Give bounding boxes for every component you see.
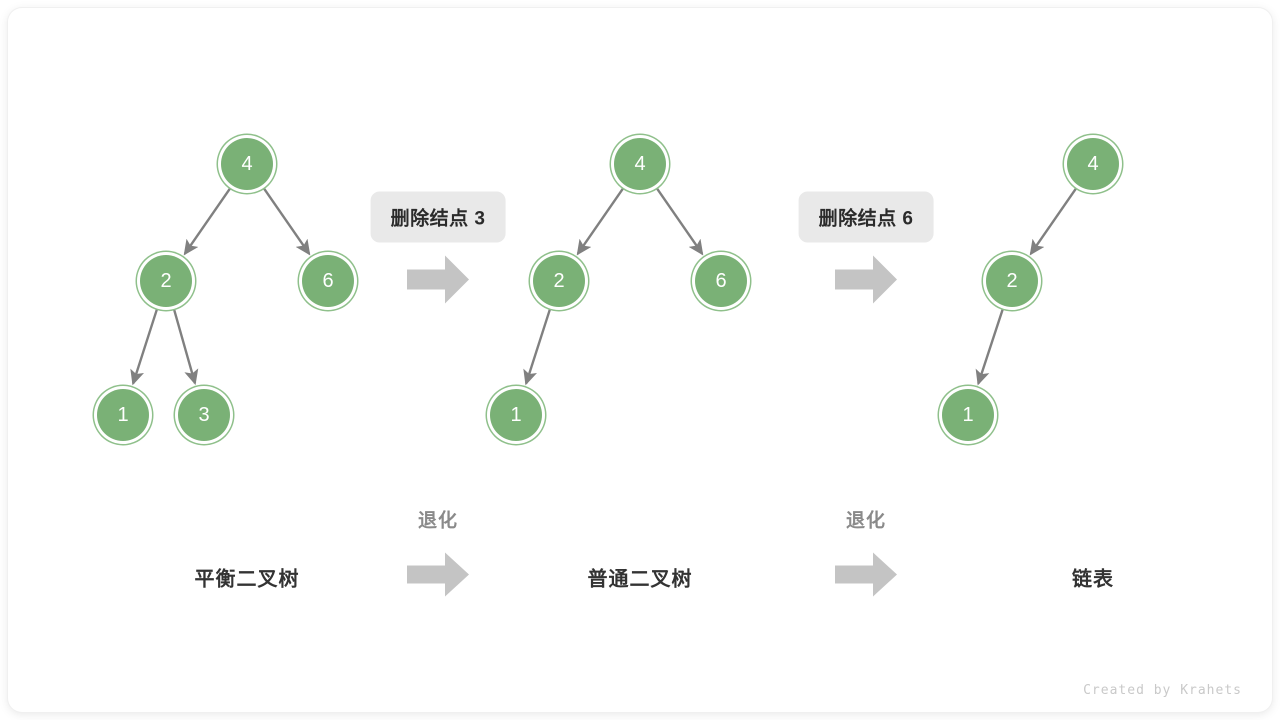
tree-node-4: 4 bbox=[221, 138, 273, 190]
transition-arrow-delete-6 bbox=[833, 252, 899, 313]
degrade-label-1: 退化 bbox=[417, 510, 459, 532]
tree-node-1: 1 bbox=[97, 389, 149, 441]
op-label-delete-3: 删除结点 3 bbox=[370, 191, 506, 243]
degrade-arrow-2 bbox=[833, 550, 899, 605]
tree-node-4: 4 bbox=[614, 138, 666, 190]
tree-edge bbox=[172, 307, 199, 386]
tree-edge bbox=[975, 306, 1005, 386]
tree-edge bbox=[183, 185, 233, 256]
degrade-arrow-1 bbox=[405, 550, 471, 605]
tree-node-4: 4 bbox=[1067, 138, 1119, 190]
transition-arrow-delete-3 bbox=[405, 252, 471, 313]
caption-balanced-tree: 平衡二叉树 bbox=[194, 568, 300, 591]
tree-node-3: 3 bbox=[178, 389, 230, 441]
degrade-label-2: 退化 bbox=[845, 510, 887, 532]
tree-node-6: 6 bbox=[302, 255, 354, 307]
credit-watermark: Created by Krahets bbox=[1083, 683, 1242, 698]
edges-group bbox=[130, 185, 1079, 386]
tree-node-2: 2 bbox=[533, 255, 585, 307]
tree-edge bbox=[1029, 185, 1079, 256]
tree-node-2: 2 bbox=[986, 255, 1038, 307]
tree-edge bbox=[576, 185, 626, 256]
tree-node-1: 1 bbox=[942, 389, 994, 441]
tree-edge bbox=[654, 185, 704, 256]
tree-node-6: 6 bbox=[695, 255, 747, 307]
tree-edge bbox=[261, 185, 311, 256]
tree-edges-layer bbox=[130, 185, 1079, 386]
tree-node-1: 1 bbox=[490, 389, 542, 441]
tree-edge bbox=[130, 306, 159, 386]
caption-linked-list: 链表 bbox=[1072, 568, 1114, 591]
tree-edge bbox=[523, 306, 552, 386]
tree-node-2: 2 bbox=[140, 255, 192, 307]
op-label-delete-6: 删除结点 6 bbox=[798, 191, 934, 243]
caption-ordinary-tree: 普通二叉树 bbox=[587, 568, 693, 591]
